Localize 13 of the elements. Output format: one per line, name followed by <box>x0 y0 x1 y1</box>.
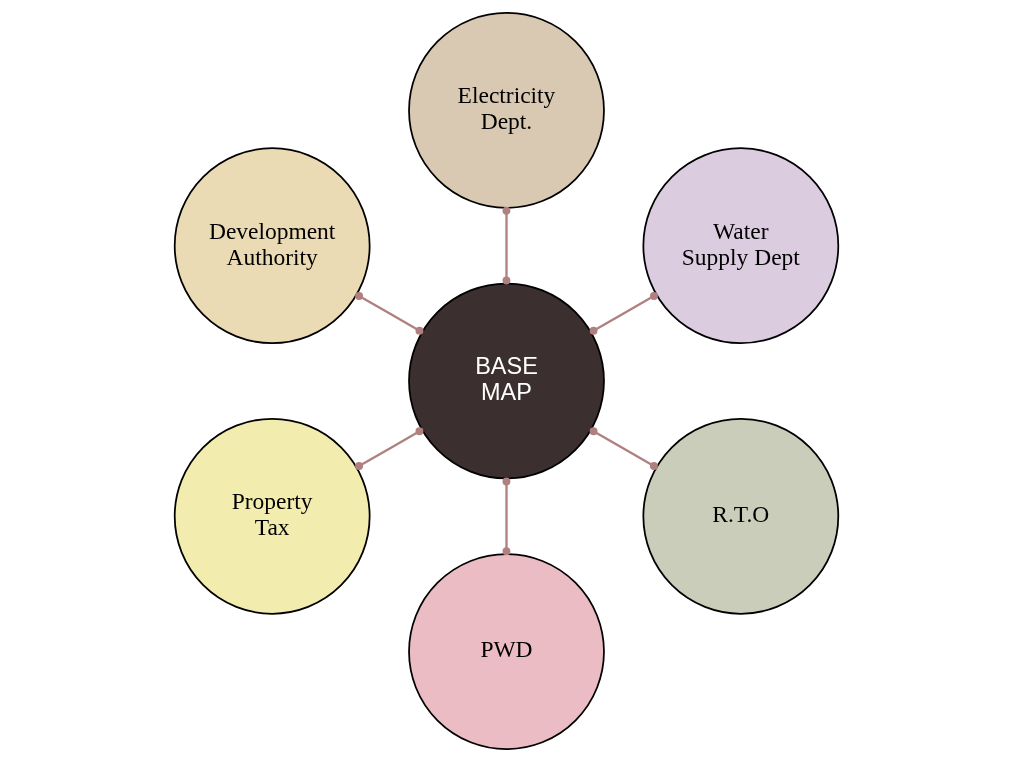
connector <box>589 291 658 335</box>
node-circle: R.T.O <box>642 417 840 615</box>
node-circle: Water Supply Dept <box>642 147 840 345</box>
node-circle: Development Authority <box>173 147 371 345</box>
node-circle: BASE MAP <box>408 282 605 480</box>
connector <box>502 477 511 556</box>
connector <box>355 427 424 471</box>
connector <box>589 427 658 471</box>
connector <box>502 206 511 285</box>
connector <box>355 291 424 335</box>
node-circle: Property Tax <box>173 417 371 615</box>
node-circle: Electricity Dept. <box>408 12 605 209</box>
node-circle: PWD <box>408 553 605 750</box>
